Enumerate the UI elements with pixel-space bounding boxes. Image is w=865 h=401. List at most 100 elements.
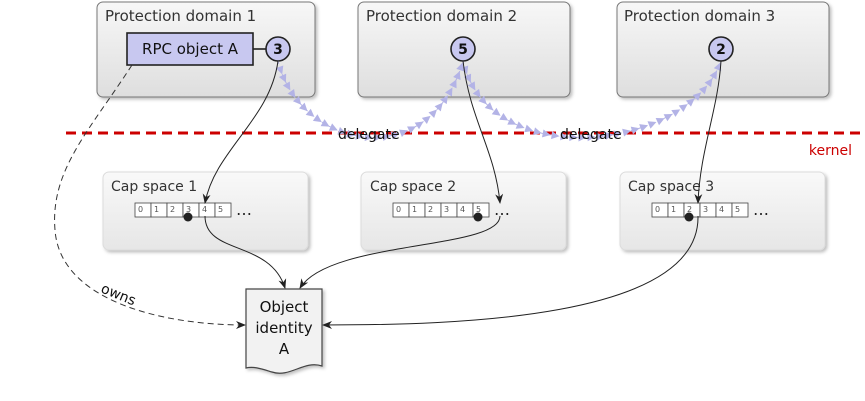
- delegate-arrow-head: [515, 121, 525, 129]
- arrow-slot1-to-object: [204, 215, 287, 289]
- delegate-arrow-head: [622, 128, 631, 137]
- arrow-slot2-to-object: [299, 215, 501, 289]
- delegate-arrow-head: [346, 129, 355, 138]
- cap-slot-number: 3: [444, 205, 449, 214]
- cap-slot-pointer-dot: [183, 212, 193, 222]
- cap-slot: [214, 202, 232, 218]
- delegate-arrow-head: [453, 71, 461, 80]
- cap-slot-pointer-dot: [473, 212, 483, 222]
- arrow-cap5-to-slot: [462, 60, 504, 204]
- owns-arrow: [54, 64, 246, 329]
- delegate-arrow-head: [320, 119, 330, 127]
- cap-slot-number: 1: [154, 205, 159, 214]
- delegate-label-2: delegate: [560, 127, 622, 143]
- object-identity-a: Object identity A: [245, 288, 323, 374]
- capability-2-domain-3: 2: [708, 36, 734, 62]
- delegate-arrow-head: [533, 127, 542, 136]
- delegate-arrow-head: [292, 96, 302, 105]
- capability-5-domain-2: 5: [450, 36, 476, 62]
- delegate-arrow-head: [463, 73, 472, 83]
- delegate-arrow-head: [560, 132, 569, 141]
- cap-slot-ellipsis: …: [236, 200, 252, 219]
- cap-slot-number: 0: [138, 205, 143, 214]
- delegate-arrow-head: [282, 81, 291, 91]
- delegate-arrow-head: [414, 121, 424, 130]
- cap-slot-number: 4: [719, 205, 724, 214]
- delegate-arrow-head: [390, 131, 400, 140]
- delegate-arrow-head: [587, 133, 596, 142]
- cap-slot-number: 5: [735, 205, 740, 214]
- delegate-arrow-head: [499, 112, 509, 121]
- cap-slot-number: 0: [396, 205, 401, 214]
- delegate-arrow-head: [399, 129, 408, 138]
- cap-slot-ellipsis: …: [494, 200, 510, 219]
- cap-slot-number: 5: [476, 205, 481, 214]
- cap-slot-pointer-dot: [684, 212, 694, 222]
- cap-slot-number: 1: [671, 205, 676, 214]
- delegate-arrow-head: [382, 133, 391, 141]
- delegate-arrow-head: [478, 95, 487, 105]
- delegate-arrow-head: [613, 130, 623, 139]
- protection-domain-3-title: Protection domain 3: [624, 7, 775, 25]
- delegate-arrow-head: [655, 117, 665, 126]
- delegate-arrow-head: [278, 73, 287, 83]
- delegate-arrow-head: [524, 124, 534, 133]
- cap-slot-number: 4: [202, 205, 207, 214]
- delegate-arrow-head: [647, 121, 657, 129]
- delegate-arrow-head: [663, 113, 673, 122]
- cap-space-2-title: Cap space 2: [370, 179, 456, 195]
- delegate-arrow-head: [551, 131, 560, 140]
- delegate-arrow-head: [287, 88, 296, 98]
- delegate-arrow-head: [428, 109, 437, 119]
- cap-space-1-title: Cap space 1: [111, 179, 197, 195]
- delegate-arrow-head: [328, 123, 338, 131]
- delegate-arrow-head: [639, 124, 649, 132]
- delegate-arrow-head: [299, 102, 308, 112]
- delegate-arrow-head: [709, 70, 717, 80]
- delegate-arrow-head: [467, 81, 476, 91]
- cap-space-3-title: Cap space 3: [628, 179, 714, 195]
- delegate-arrow-head: [440, 95, 448, 105]
- capability-3-domain-1: 3: [265, 36, 291, 62]
- cap-slot-number: 2: [687, 205, 692, 214]
- delegate-arrow-head: [472, 88, 481, 98]
- cap-slot-number: 3: [186, 205, 191, 214]
- owns-label: owns: [99, 281, 139, 309]
- capability-label: 2: [716, 42, 726, 58]
- delegate-arrow-head: [578, 133, 587, 142]
- cap-slot-number: 2: [170, 205, 175, 214]
- cap-slot: [731, 202, 749, 218]
- delegate-arrow-head: [491, 107, 501, 116]
- delegate-arrow-head: [275, 65, 284, 75]
- delegate-arrow-head: [421, 115, 431, 125]
- delegate-arrow-head: [337, 126, 347, 135]
- delegate-arrow-head: [704, 78, 713, 88]
- delegate-arrow-head: [449, 79, 457, 89]
- arrow-cap3-to-slot: [202, 60, 279, 204]
- delegate-arrow-head: [685, 98, 695, 107]
- cap-slot-number: 2: [428, 205, 433, 214]
- delegate-arrow-head: [630, 126, 640, 135]
- arrow-cap2-to-slot: [694, 60, 722, 204]
- cap-slot-number: 4: [460, 205, 465, 214]
- cap-slot-number: 0: [655, 205, 660, 214]
- delegate-arrow-head: [604, 131, 614, 140]
- delegate-arrow-head: [596, 132, 605, 141]
- delegate-arrow-head: [698, 85, 708, 95]
- delegate-arrow-head: [373, 133, 382, 142]
- capability-label: 5: [458, 42, 468, 58]
- delegate-arrow-head: [541, 129, 551, 138]
- arrow-slot3-to-object: [322, 215, 699, 329]
- delegate-arrow-head: [484, 102, 494, 111]
- delegate-arrow-heads: [275, 62, 722, 142]
- delegate-arrow-head: [355, 131, 364, 140]
- delegate-arrow-head: [445, 87, 453, 97]
- delegate-arrow-head: [569, 133, 578, 142]
- delegate-arrow-head: [507, 117, 517, 125]
- protection-domain-2-title: Protection domain 2: [366, 7, 517, 25]
- object-identity-line-1: Object: [260, 298, 309, 316]
